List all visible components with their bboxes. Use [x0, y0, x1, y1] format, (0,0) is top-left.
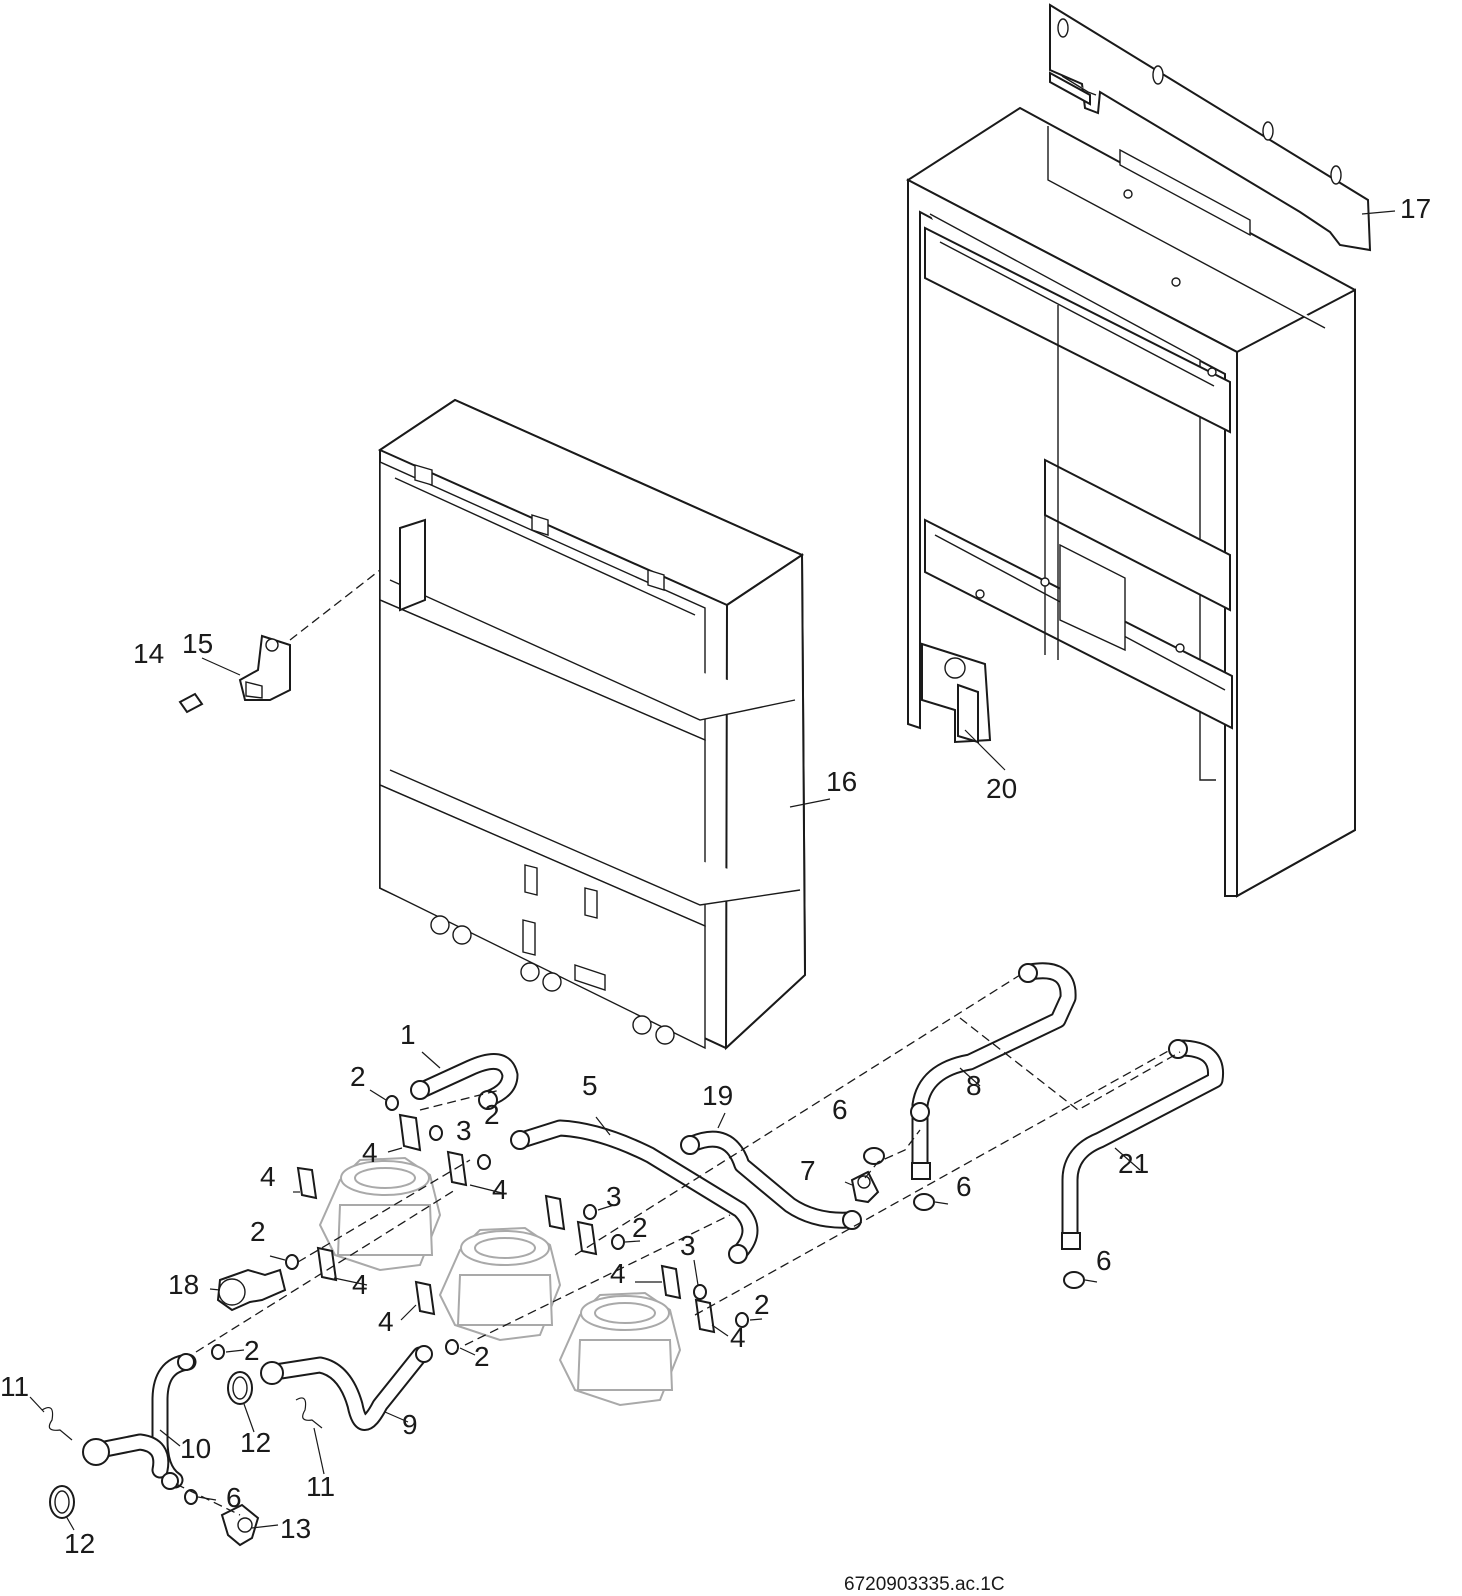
dash-guide-15 [289, 569, 381, 641]
callout-6-a: 6 [832, 1094, 848, 1125]
callout-6-b: 6 [956, 1171, 972, 1202]
callout-2-f: 2 [244, 1335, 260, 1366]
part-12-seals [49, 1371, 253, 1519]
callout-4-f: 4 [352, 1269, 368, 1300]
part-5-pipe [510, 1119, 759, 1264]
callout-18: 18 [168, 1269, 199, 1300]
callout-9: 9 [402, 1409, 418, 1440]
callout-10: 10 [180, 1433, 211, 1464]
callout-4-b: 4 [260, 1161, 276, 1192]
callout-12-b: 12 [64, 1528, 95, 1559]
callout-3-b: 3 [606, 1181, 622, 1212]
callout-4-g: 4 [378, 1306, 394, 1337]
part-8-pipe [910, 962, 1077, 1180]
pump-housing-right [558, 1291, 682, 1407]
callout-6-c: 6 [1096, 1245, 1112, 1276]
callout-4-c: 4 [492, 1174, 508, 1205]
part-11-clips [41, 1397, 323, 1441]
part-17-mounting-rail [1049, 3, 1372, 252]
callout-labels: 17 16 20 14 15 1 2 4 3 2 5 19 6 8 21 7 6… [0, 193, 1431, 1559]
callout-3-a: 3 [456, 1115, 472, 1146]
callout-2-d: 2 [754, 1289, 770, 1320]
part-21-pipe [1061, 1039, 1225, 1250]
part-20-bracket [921, 642, 992, 744]
callout-11-a: 11 [0, 1371, 29, 1402]
callout-20: 20 [986, 773, 1017, 804]
callout-8: 8 [966, 1070, 982, 1101]
callout-2-g: 2 [474, 1341, 490, 1372]
callout-4-e: 4 [730, 1322, 746, 1353]
part-7-fitting [850, 1170, 880, 1204]
callout-11-b: 11 [306, 1471, 335, 1502]
part-15-connector [238, 634, 291, 701]
clips-4 [296, 1113, 716, 1334]
callout-16: 16 [826, 766, 857, 797]
o-rings [184, 1095, 749, 1505]
washers-6 [863, 1147, 1085, 1289]
callout-5: 5 [582, 1070, 598, 1101]
leader-lines [29, 210, 1396, 1531]
callout-2-c: 2 [632, 1212, 648, 1243]
part-14-pin [178, 692, 204, 714]
callout-2-b: 2 [484, 1099, 500, 1130]
callout-14: 14 [133, 638, 164, 669]
callout-1: 1 [400, 1019, 416, 1050]
dashed-guides [175, 974, 1181, 1516]
callout-2-a: 2 [350, 1061, 366, 1092]
callout-19: 19 [702, 1080, 733, 1111]
callout-15: 15 [182, 628, 213, 659]
callout-6-d: 6 [226, 1482, 242, 1513]
part-18-valve [216, 1268, 287, 1312]
part-9-pipe [260, 1345, 433, 1431]
drawing-code: 6720903335.ac.1C [844, 1574, 1005, 1595]
part-19-pipe [680, 1130, 862, 1230]
part-10-pipe [82, 1353, 197, 1490]
mounting-frame [906, 106, 1356, 898]
callout-7: 7 [800, 1155, 816, 1186]
pump-housing-left [318, 1156, 442, 1272]
callout-21: 21 [1118, 1148, 1149, 1179]
callout-13: 13 [280, 1513, 311, 1544]
part-16-casing [377, 398, 807, 1051]
callout-4-d: 4 [610, 1258, 626, 1289]
callout-17: 17 [1400, 193, 1431, 224]
callout-3-c: 3 [680, 1230, 696, 1261]
callout-4-a: 4 [362, 1137, 378, 1168]
callout-2-e: 2 [250, 1216, 266, 1247]
callout-12-a: 12 [240, 1427, 271, 1458]
part-13-drain-cock [220, 1503, 260, 1547]
pump-housing-middle [438, 1226, 562, 1342]
part-1-pipe [410, 1052, 519, 1110]
